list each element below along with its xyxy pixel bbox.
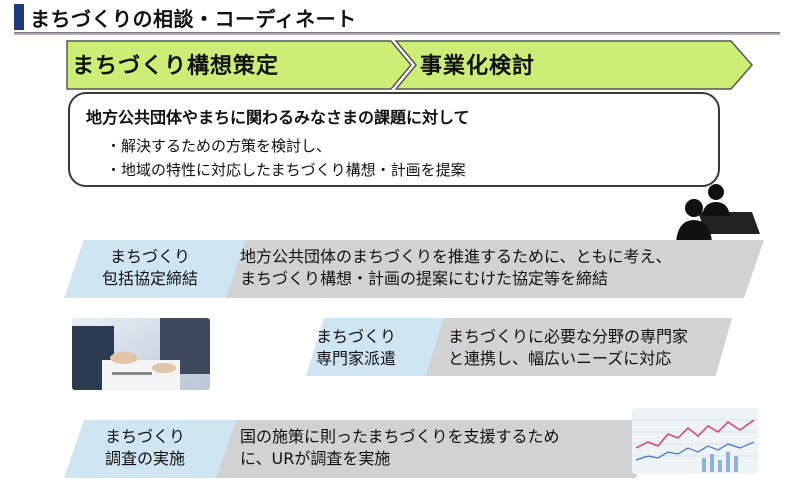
- meeting-photo: [72, 318, 210, 390]
- title-accent-bar: [14, 4, 24, 30]
- service-bar-agreement: [64, 240, 764, 298]
- consultation-people-icon: [676, 184, 760, 242]
- service-text-experts: まちづくりに必要な分野の専門家 と連携し、幅広いニーズに対応: [448, 327, 689, 368]
- service-label-agreement: まちづくり 包括協定締結: [101, 247, 198, 288]
- chart-photo: [632, 408, 758, 474]
- phase-arrow-2: [394, 40, 753, 90]
- phase-label-concept: まちづくり構想策定: [72, 54, 280, 79]
- service-bar-survey: [64, 420, 654, 478]
- service-text-survey: 国の施策に則ったまちづくりを支援するため に、URが調査を実施: [240, 427, 560, 468]
- callout-heading: 地方公共団体やまちに関わるみなさまの課題に対して: [86, 108, 470, 127]
- phase-label-feasibility: 事業化検討: [420, 54, 536, 79]
- callout-item: 解決するための方策を検討し、: [106, 134, 702, 158]
- service-label-experts: まちづくり 専門家派遣: [315, 327, 396, 368]
- page-title: まちづくりの相談・コーディネート: [30, 7, 357, 31]
- service-bar-experts: [306, 318, 732, 376]
- service-label-survey: まちづくり 調査の実施: [104, 427, 185, 468]
- issue-callout: 地方公共団体やまちに関わるみなさまの課題に対して 解決するための方策を検討し、 …: [68, 92, 720, 187]
- callout-list: 解決するための方策を検討し、 地域の特性に対応したまちづくり構想・計画を提案: [86, 134, 702, 182]
- service-text-agreement: 地方公共団体のまちづくりを推進するために、ともに考え、 まちづくり構想・計画の提…: [240, 247, 672, 288]
- phase-arrows: [66, 40, 753, 90]
- title-divider: [14, 32, 780, 35]
- callout-item: 地域の特性に対応したまちづくり構想・計画を提案: [106, 158, 702, 182]
- phase-arrow-1: [66, 40, 412, 90]
